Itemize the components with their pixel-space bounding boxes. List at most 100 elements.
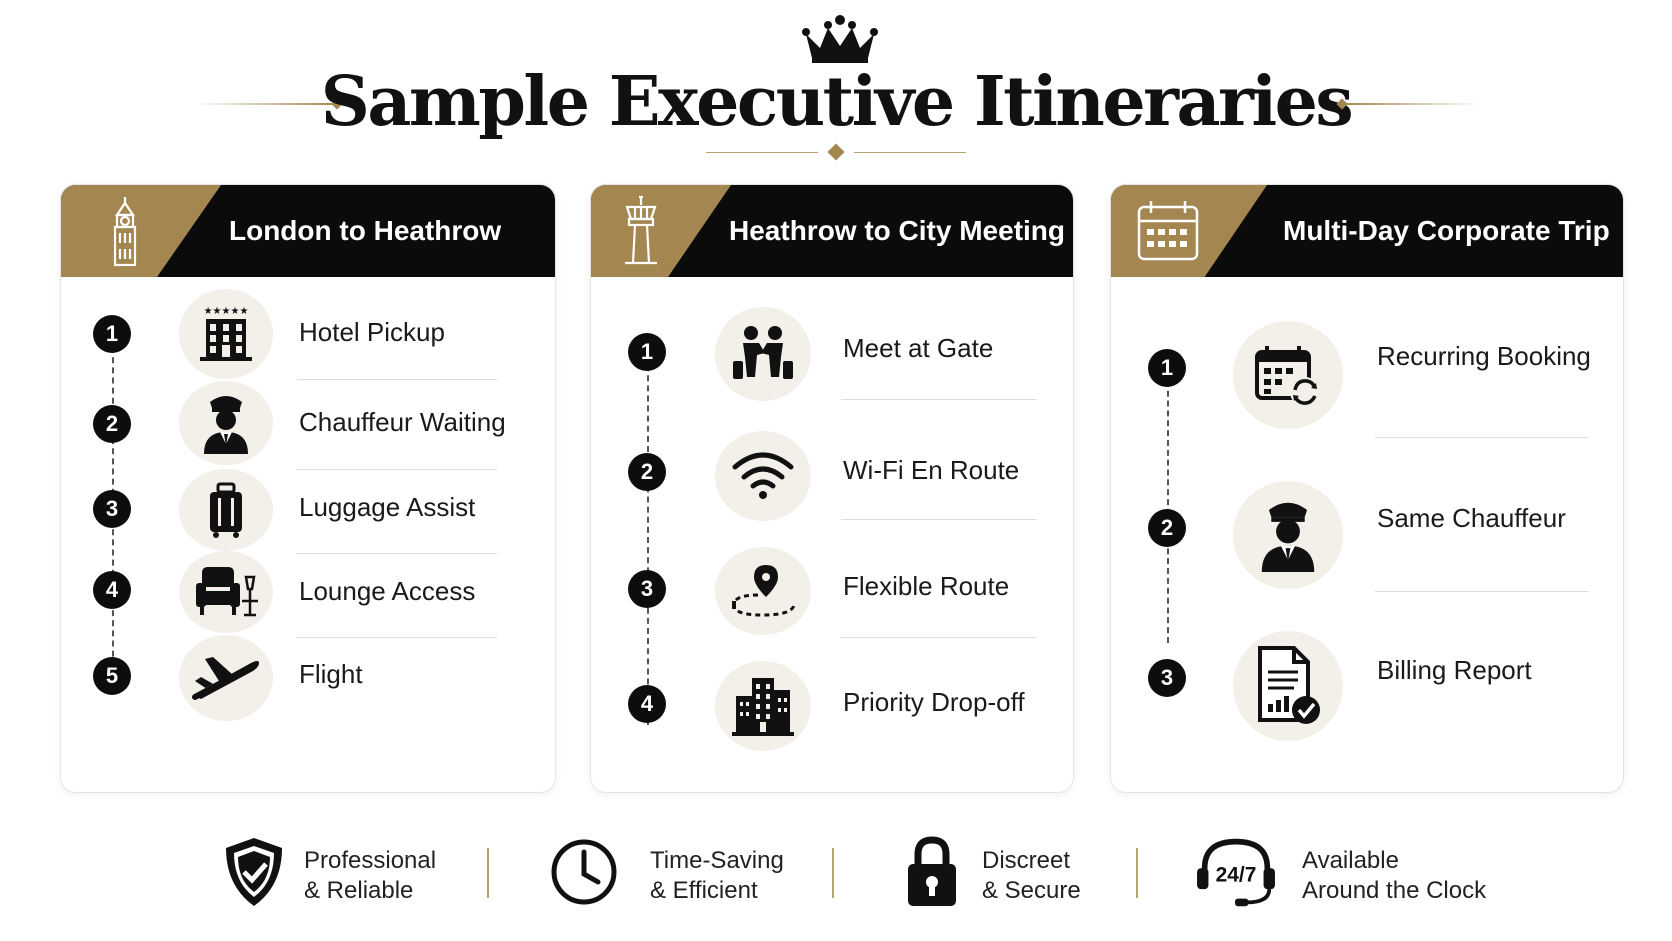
feature-separator	[1136, 848, 1138, 898]
step-icon-circle	[179, 551, 273, 633]
step-icon-circle	[179, 635, 273, 721]
itinerary-card-london-heathrow: London to Heathrow 1 ★★★★★ Hotel Pickup …	[60, 184, 556, 793]
card-title: Heathrow to City Meeting	[729, 215, 1066, 246]
luggage-icon	[210, 482, 242, 538]
step-divider	[297, 637, 497, 638]
title-decoration-right	[1342, 103, 1482, 105]
feature-line2: & Reliable	[304, 877, 414, 904]
feature-line2: & Efficient	[650, 877, 758, 904]
step-label: Flexible Route	[843, 571, 1010, 601]
calendar-recurring-icon	[1255, 346, 1320, 407]
subtitle-rule-left	[706, 152, 818, 153]
headset-badge-text: 24/7	[1216, 864, 1257, 887]
feature-line1: Professional	[304, 847, 437, 874]
feature-separator	[832, 848, 834, 898]
step-number: 1	[1148, 349, 1186, 387]
card-title: Multi-Day Corporate Trip	[1283, 215, 1610, 246]
feature-text: Professional & Reliable	[304, 846, 436, 906]
hotel-icon: ★★★★★	[200, 306, 252, 361]
svg-text:★★★★★: ★★★★★	[204, 306, 249, 317]
step-connector	[1167, 371, 1169, 643]
step-icon-circle	[1233, 481, 1343, 589]
step-number: 4	[93, 571, 131, 609]
step-number: 5	[93, 657, 131, 695]
route-pin-icon	[732, 565, 796, 617]
step-icon-circle	[715, 431, 811, 521]
step-icon-circle	[179, 469, 273, 551]
feature-separator	[487, 848, 489, 898]
step-icon-circle	[715, 307, 811, 401]
crown-icon	[802, 15, 878, 63]
card-header: Multi-Day Corporate Trip	[1111, 185, 1623, 277]
step-label: Same Chauffeur	[1377, 503, 1566, 533]
headset-24-7-icon: 24/7	[1197, 838, 1275, 907]
itinerary-card-heathrow-city: Heathrow to City Meeting 1 Meet at Gate …	[590, 184, 1074, 793]
airplane-icon	[192, 657, 259, 700]
card-header: Heathrow to City Meeting	[591, 185, 1073, 277]
step-number: 4	[628, 685, 666, 723]
page-title: Sample Executive Itineraries	[320, 62, 1354, 142]
feature-text: Time-Saving & Efficient	[650, 846, 784, 906]
step-label: Luggage Assist	[299, 492, 476, 522]
feature-time-saving: Time-Saving & Efficient	[548, 834, 798, 910]
step-divider	[841, 519, 1037, 520]
step-label: Meet at Gate	[843, 333, 994, 363]
step-divider	[1375, 591, 1589, 592]
feature-line1: Available	[1302, 847, 1399, 874]
step-icon-circle	[715, 547, 811, 635]
feature-text: Available Around the Clock	[1302, 846, 1486, 906]
report-check-icon	[1258, 646, 1320, 724]
step-divider	[841, 399, 1037, 400]
feature-professional: Professional & Reliable	[218, 834, 468, 910]
step-label: Billing Report	[1377, 655, 1532, 685]
step-divider	[297, 469, 497, 470]
feature-line2: & Secure	[982, 877, 1081, 904]
step-icon-circle	[179, 381, 273, 465]
step-label: Flight	[299, 659, 363, 689]
step-divider	[297, 553, 497, 554]
step-divider	[841, 637, 1037, 638]
clock-icon	[551, 839, 617, 905]
step-number: 3	[1148, 659, 1186, 697]
step-icon-circle: ★★★★★	[179, 289, 273, 379]
shield-check-icon	[226, 838, 282, 906]
step-label: Priority Drop-off	[843, 687, 1025, 717]
step-number: 3	[628, 570, 666, 608]
step-label: Chauffeur Waiting	[299, 407, 506, 437]
feature-discreet: Discreet & Secure	[896, 834, 1146, 910]
control-tower-icon	[625, 195, 657, 265]
lounge-armchair-icon	[196, 567, 258, 617]
step-label: Wi-Fi En Route	[843, 455, 1020, 485]
subtitle-rule-right	[854, 152, 966, 153]
step-label: Lounge Access	[299, 576, 476, 606]
feature-line1: Discreet	[982, 847, 1071, 874]
big-ben-icon	[113, 197, 137, 267]
feature-text: Discreet & Secure	[982, 846, 1081, 906]
step-number: 2	[1148, 509, 1186, 547]
step-number: 2	[628, 453, 666, 491]
step-number: 1	[93, 315, 131, 353]
wifi-icon	[732, 452, 794, 499]
feature-line1: Time-Saving	[650, 847, 784, 874]
step-connector	[647, 355, 649, 725]
step-divider	[297, 379, 497, 380]
step-label: Recurring Booking	[1377, 341, 1591, 371]
feature-available: 24/7 Available Around the Clock	[1192, 834, 1486, 910]
itinerary-card-multi-day: Multi-Day Corporate Trip 1 Recurring	[1110, 184, 1624, 793]
step-number: 2	[93, 405, 131, 443]
step-label: Hotel Pickup	[299, 317, 445, 347]
padlock-icon	[908, 836, 956, 906]
feature-line2: Around the Clock	[1302, 877, 1487, 904]
card-header: London to Heathrow	[61, 185, 555, 277]
card-title: London to Heathrow	[229, 215, 502, 246]
calendar-icon	[1137, 201, 1199, 261]
step-icon-circle	[1233, 321, 1343, 429]
step-number: 1	[628, 333, 666, 371]
step-icon-circle	[1233, 631, 1343, 741]
handshake-travelers-icon	[733, 326, 793, 379]
step-divider	[1375, 437, 1589, 438]
title-decoration-left	[196, 103, 336, 105]
step-number: 3	[93, 490, 131, 528]
chauffeur-icon	[1261, 502, 1315, 572]
office-building-icon	[732, 678, 794, 736]
